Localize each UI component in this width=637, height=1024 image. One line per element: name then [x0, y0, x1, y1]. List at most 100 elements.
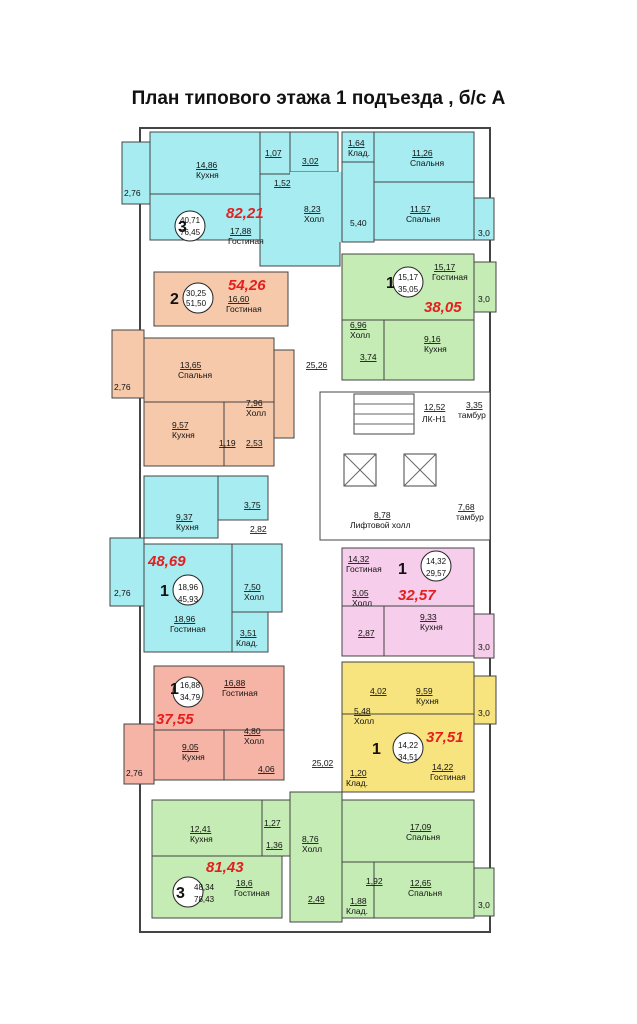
- room-count: 1: [170, 681, 179, 698]
- room-name: Холл: [244, 736, 264, 746]
- apartment-cyan-mid: [109, 475, 283, 653]
- area-label: 15,17: [434, 262, 456, 272]
- area-label: 3,35: [466, 400, 483, 410]
- area-label: 2,53: [246, 438, 263, 448]
- room-name: тамбур: [458, 410, 486, 420]
- area-label: 25,02: [312, 758, 334, 768]
- apartment-salmon: [123, 665, 285, 785]
- area-label: 7,50: [244, 582, 261, 592]
- room-count: 1: [372, 741, 381, 758]
- area-label: 9,33: [420, 612, 437, 622]
- area-label: 9,05: [182, 742, 199, 752]
- area-label: 18,6: [236, 878, 253, 888]
- room-name: Гостиная: [234, 888, 270, 898]
- living-area: 18,96: [178, 583, 199, 592]
- area-label: 2,76: [126, 768, 143, 778]
- apartment-area: 37,51: [426, 729, 464, 746]
- area-label: 4,02: [370, 686, 387, 696]
- apartment-peach: [111, 271, 295, 467]
- room-count: 3: [176, 885, 185, 902]
- room-name: Кухня: [196, 170, 219, 180]
- apartment-area: 54,26: [228, 277, 266, 294]
- apartment-area: 37,55: [156, 711, 194, 728]
- area-label: 1,27: [264, 818, 281, 828]
- room-name: Гостиная: [430, 772, 466, 782]
- area-label: 3,75: [244, 500, 261, 510]
- area-label: 14,32: [348, 554, 370, 564]
- room-name: тамбур: [456, 512, 484, 522]
- room-count: 1: [160, 583, 169, 600]
- area-label: 3,74: [360, 352, 377, 362]
- living-area: 48,34: [194, 883, 215, 892]
- area-label: 3,0: [478, 900, 490, 910]
- area-label: 1,36: [266, 840, 283, 850]
- area-label: 2,76: [114, 588, 131, 598]
- room-name: Клад.: [346, 906, 368, 916]
- area-label: 4,06: [258, 764, 275, 774]
- room-name: ЛК-Н1: [422, 414, 446, 424]
- room-name: Гостиная: [346, 564, 382, 574]
- area-label: 14,86: [196, 160, 218, 170]
- room-name: Спальня: [178, 370, 213, 380]
- total-area: 78,43: [194, 895, 215, 904]
- area-label: 1,88: [350, 896, 367, 906]
- room-name: Гостиная: [170, 624, 206, 634]
- room-name: Холл: [350, 330, 370, 340]
- room-name: Кухня: [416, 696, 439, 706]
- room-name: Холл: [304, 214, 324, 224]
- area-label: 3,05: [352, 588, 369, 598]
- stair-lift-core: [319, 391, 491, 541]
- room-name: Кухня: [172, 430, 195, 440]
- living-area: 40,71: [180, 216, 201, 225]
- area-label: 11,57: [410, 204, 431, 214]
- area-label: 1,92: [366, 876, 383, 886]
- room-name: Гостиная: [222, 688, 258, 698]
- area-label: 3,0: [478, 708, 490, 718]
- total-area: 29,57: [426, 569, 447, 578]
- area-label: 3,51: [240, 628, 257, 638]
- room-name: Спальня: [406, 214, 441, 224]
- area-label: 17,88: [230, 226, 252, 236]
- area-label: 9,59: [416, 686, 433, 696]
- area-label: 12,41: [190, 824, 212, 834]
- area-label: 8,76: [302, 834, 319, 844]
- room-name: Клад.: [346, 778, 368, 788]
- room-name: Клад.: [348, 148, 370, 158]
- room-count: 3: [178, 219, 187, 236]
- area-label: 8,23: [304, 204, 321, 214]
- area-label: 7,96: [246, 398, 263, 408]
- apartment-area: 38,05: [424, 299, 462, 316]
- area-label: 2,76: [114, 382, 131, 392]
- area-label: 3,0: [478, 228, 490, 238]
- area-label: 8,78: [374, 510, 391, 520]
- room-name: Холл: [352, 598, 372, 608]
- area-label: 1,64: [348, 138, 365, 148]
- area-label: 1,07: [265, 148, 282, 158]
- total-area: 45,93: [178, 595, 199, 604]
- area-label: 2,82: [250, 524, 267, 534]
- area-label: 3,02: [302, 156, 319, 166]
- area-label: 1,20: [350, 768, 367, 778]
- room-name: Холл: [246, 408, 266, 418]
- apartment-bottom-left: [151, 791, 495, 923]
- apartment-area: 82,21: [226, 205, 264, 222]
- total-area: 34,51: [398, 753, 419, 762]
- area-label: 2,87: [358, 628, 375, 638]
- living-area: 16,88: [180, 681, 201, 690]
- total-area: 51,50: [186, 299, 207, 308]
- area-label: 6,96: [350, 320, 367, 330]
- room-name: Спальня: [406, 832, 441, 842]
- room-name: Гостиная: [432, 272, 468, 282]
- area-label: 5,48: [354, 706, 371, 716]
- apartment-top-left: [121, 131, 495, 267]
- room-name: Кухня: [190, 834, 213, 844]
- living-area: 14,22: [398, 741, 419, 750]
- room-name: Спальня: [410, 158, 445, 168]
- room-name: Холл: [354, 716, 374, 726]
- area-label: 5,40: [350, 218, 367, 228]
- room-name: Холл: [302, 844, 322, 854]
- apartment-yellow: [341, 661, 497, 793]
- area-label: 3,0: [478, 294, 490, 304]
- area-label: 9,37: [176, 512, 193, 522]
